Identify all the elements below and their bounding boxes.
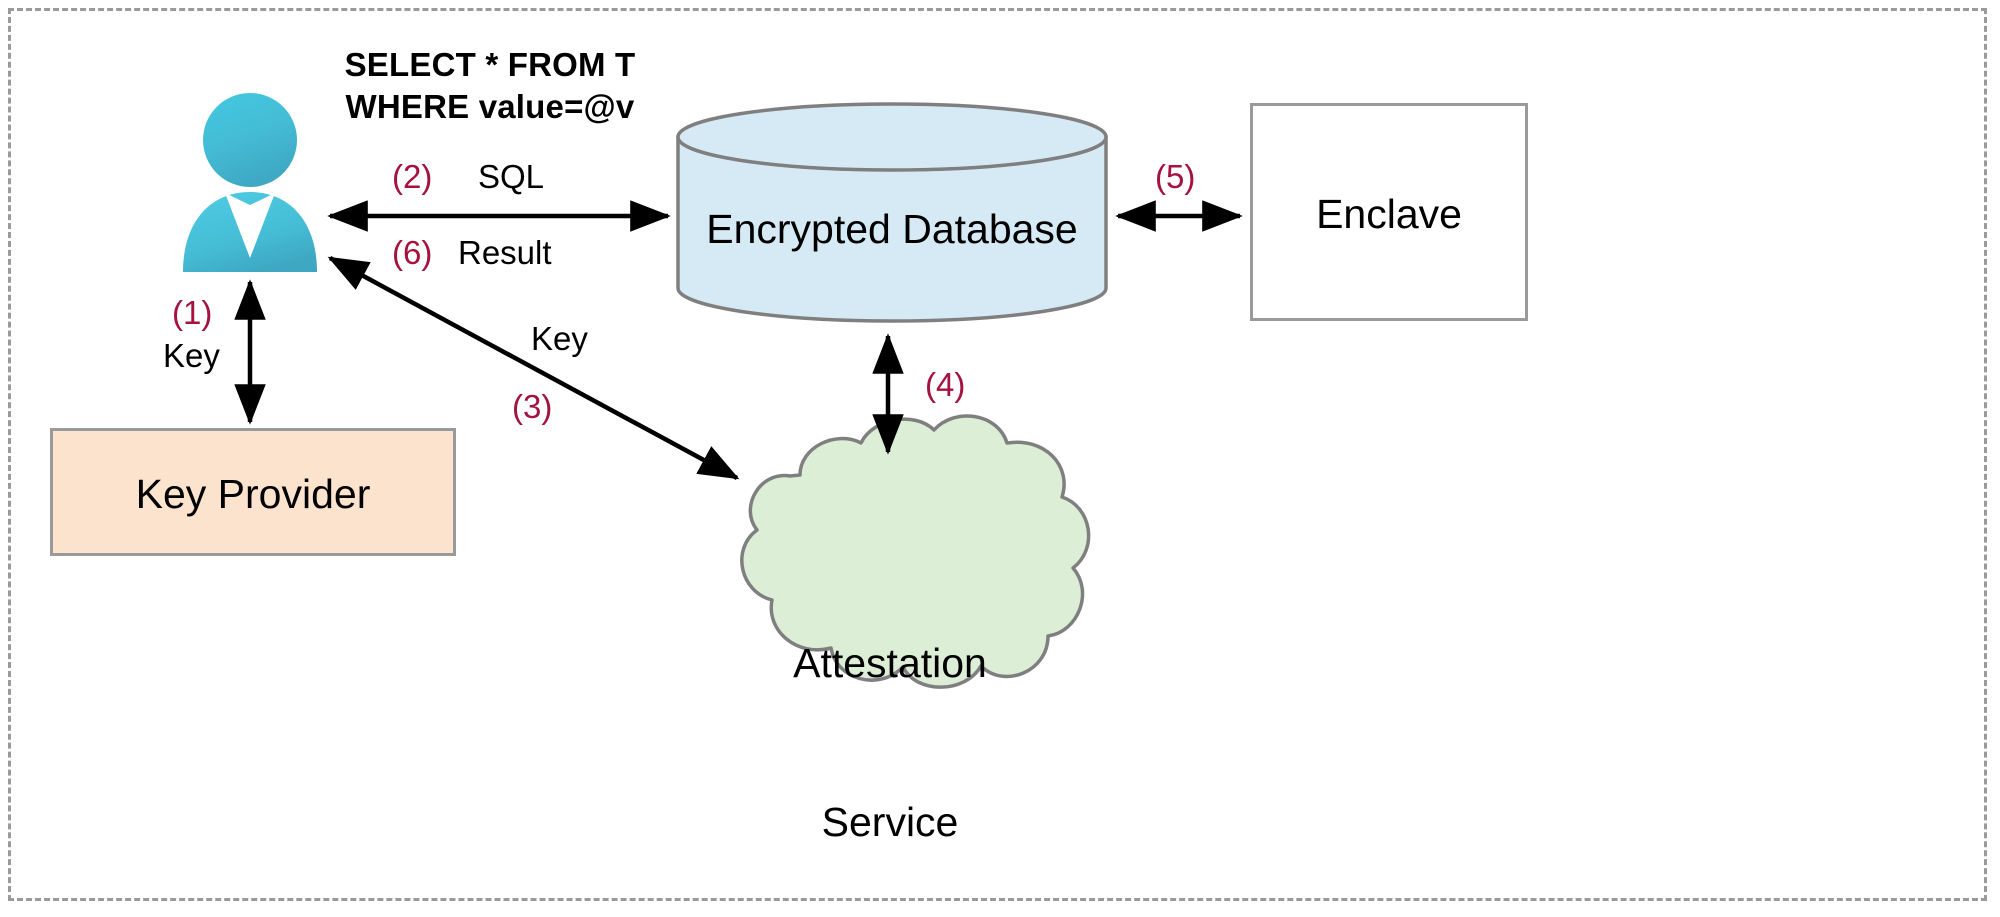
edge-label-sql: SQL bbox=[478, 158, 545, 195]
sql-query-line1: SELECT * FROM T bbox=[344, 46, 636, 83]
edge-step-number-3: (3) bbox=[512, 388, 553, 425]
edge-step-number-4: (4) bbox=[925, 366, 966, 403]
sql-query-line2: WHERE value=@v bbox=[345, 88, 635, 126]
key-provider-node[interactable] bbox=[50, 428, 456, 556]
edge-label-key-provider-key: Key bbox=[163, 337, 220, 374]
attestation-service-label-line2: Service bbox=[821, 799, 959, 846]
diagram-outer-boundary bbox=[8, 8, 1987, 901]
edge-step-number-2: (2) bbox=[392, 158, 433, 195]
edge-step-number-6: (6) bbox=[392, 234, 433, 271]
enclave-label: Enclave bbox=[1316, 191, 1462, 237]
edge-label-attestation-key: Key bbox=[531, 320, 588, 357]
edge-label-result: Result bbox=[458, 234, 552, 271]
attestation-service-label-line1: Attestation bbox=[793, 639, 987, 686]
enclave-node[interactable] bbox=[1250, 103, 1528, 321]
sql-query-text: SELECT * FROM T WHERE value=@v bbox=[300, 44, 680, 128]
edge-step-number-1: (1) bbox=[172, 294, 213, 331]
edge-step-number-5: (5) bbox=[1155, 158, 1196, 195]
encrypted-database-label: Encrypted Database bbox=[706, 206, 1078, 252]
key-provider-label: Key Provider bbox=[135, 471, 371, 517]
attestation-service-label: Attestation Service bbox=[690, 530, 1090, 917]
